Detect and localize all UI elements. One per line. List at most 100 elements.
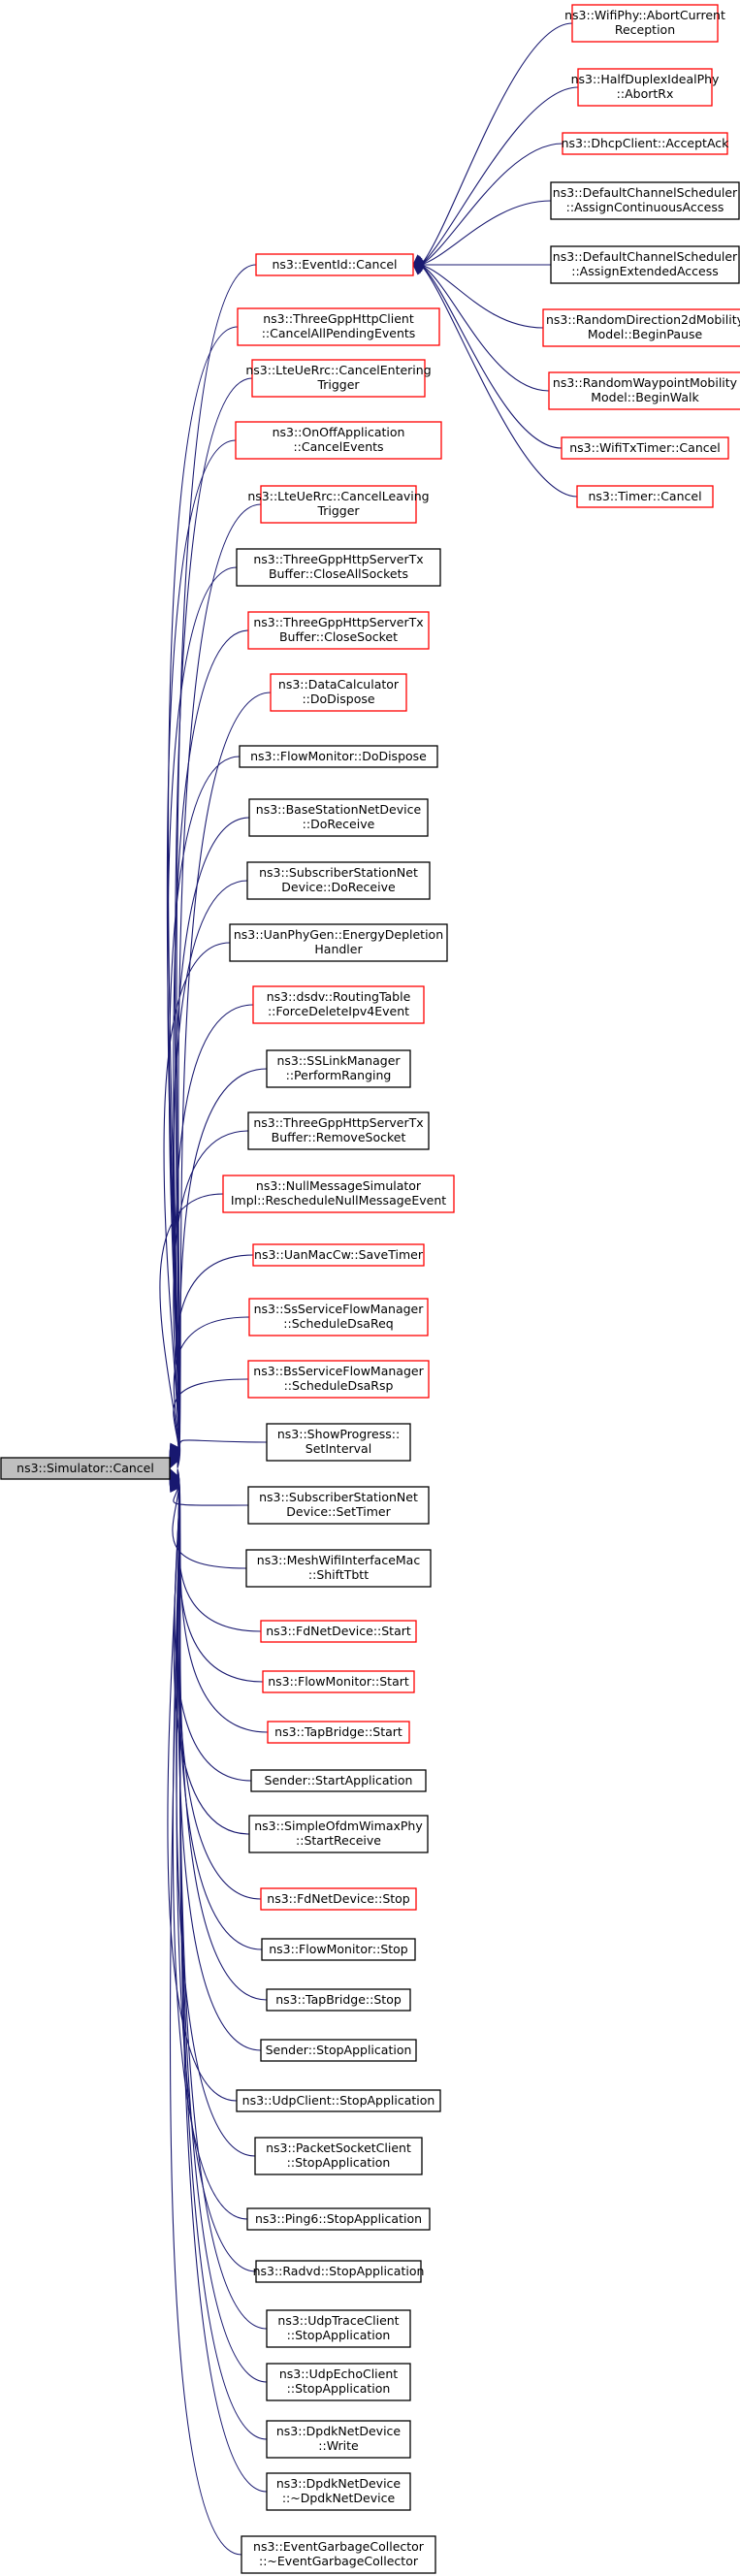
- node-caller-9-label-line: ::DoReceive: [303, 817, 375, 831]
- node-caller-23-box: [262, 1670, 415, 1693]
- node-caller-29[interactable]: ns3::TapBridge::Stop: [266, 1988, 411, 2012]
- node-caller-18-label-line: ns3::BsServiceFlowManager: [253, 1364, 424, 1378]
- node-caller-13-label-line: ns3::SSLinkManager: [276, 1053, 401, 1068]
- edge-to-eventid-6: [420, 264, 550, 392]
- node-caller-7-box: [270, 673, 407, 712]
- node-caller-12-box: [252, 985, 425, 1024]
- node-caller-6[interactable]: ns3::ThreeGppHttpServerTxBuffer::CloseSo…: [247, 611, 430, 650]
- node-caller-32[interactable]: ns3::PacketSocketClient::StopApplication: [254, 2137, 423, 2175]
- node-caller-12-label-line: ::ForceDeleteIpv4Event: [268, 1004, 409, 1018]
- node-caller-32-label-line: ns3::PacketSocketClient: [266, 2141, 411, 2155]
- node-caller-34[interactable]: ns3::Radvd::StopApplication: [253, 2260, 425, 2283]
- node-event-caller-2-label-line: ns3::HalfDuplexIdealPhy: [571, 72, 720, 86]
- node-caller-23[interactable]: ns3::FlowMonitor::Start: [262, 1670, 415, 1693]
- node-caller-16-box: [252, 1243, 425, 1267]
- edge-to-eventid-7: [420, 264, 563, 449]
- node-caller-24[interactable]: ns3::TapBridge::Start: [267, 1721, 410, 1744]
- node-caller-9-label-line: ns3::BaseStationNetDevice: [256, 802, 422, 817]
- node-caller-22-label-line: ns3::FdNetDevice::Start: [266, 1624, 411, 1638]
- node-caller-2-label-line: Trigger: [316, 377, 360, 392]
- node-caller-17-label-line: ns3::SsServiceFlowManager: [254, 1302, 425, 1316]
- edge-to-root-19: [177, 1439, 268, 1468]
- node-event-caller-3-box: [562, 132, 728, 155]
- node-event-caller-8[interactable]: ns3::WifiTxTimer::Cancel: [561, 436, 729, 460]
- node-caller-3[interactable]: ns3::OnOffApplication::CancelEvents: [235, 421, 442, 460]
- node-caller-6-label-line: Buffer::CloseSocket: [279, 629, 398, 644]
- node-caller-36[interactable]: ns3::UdpEchoClient::StopApplication: [266, 2363, 411, 2401]
- node-caller-36-label-line: ns3::UdpEchoClient: [279, 2367, 398, 2381]
- node-caller-16-label-line: ns3::UanMacCw::SaveTimer: [254, 1247, 424, 1262]
- edge-to-root-21: [172, 1469, 247, 1569]
- edge-to-eventid-5: [420, 264, 544, 329]
- node-caller-38[interactable]: ns3::DpdkNetDevice::~DpdkNetDevice: [266, 2472, 411, 2511]
- node-caller-5[interactable]: ns3::ThreeGppHttpServerTxBuffer::CloseAl…: [236, 548, 441, 587]
- node-event-caller-3-label-line: ns3::DhcpClient::AcceptAck: [562, 136, 730, 150]
- node-caller-31-box: [236, 2089, 441, 2112]
- node-caller-22[interactable]: ns3::FdNetDevice::Start: [260, 1620, 417, 1643]
- node-caller-27[interactable]: ns3::FdNetDevice::Stop: [260, 1887, 417, 1911]
- edge-to-root-31: [167, 1475, 238, 2102]
- node-event-caller-1-label-line: Reception: [615, 22, 675, 37]
- edge-to-root-9: [173, 817, 250, 1462]
- node-simulator-cancel[interactable]: ns3::Simulator::Cancel: [0, 1457, 171, 1480]
- node-event-caller-8-box: [561, 436, 729, 460]
- node-caller-25[interactable]: Sender::StartApplication: [250, 1769, 427, 1792]
- node-caller-25-label-line: Sender::StartApplication: [265, 1773, 413, 1787]
- node-caller-32-label-line: ::StopApplication: [287, 2155, 391, 2170]
- node-caller-39[interactable]: ns3::EventGarbageCollector::~EventGarbag…: [241, 2535, 436, 2574]
- node-caller-39-label-line: ::~EventGarbageCollector: [259, 2554, 419, 2568]
- node-caller-1[interactable]: ns3::ThreeGppHttpClient::CancelAllPendin…: [237, 307, 440, 346]
- node-caller-29-label-line: ns3::TapBridge::Stop: [275, 1992, 402, 2007]
- node-caller-28[interactable]: ns3::FlowMonitor::Stop: [261, 1938, 416, 1961]
- node-caller-18[interactable]: ns3::BsServiceFlowManager::ScheduleDsaRs…: [247, 1360, 430, 1399]
- node-event-caller-4[interactable]: ns3::DefaultChannelScheduler::AssignCont…: [550, 181, 740, 220]
- node-event-caller-6[interactable]: ns3::RandomDirection2dMobilityModel::Beg…: [542, 308, 740, 347]
- node-event-caller-7[interactable]: ns3::RandomWaypointMobilityModel::BeginW…: [548, 371, 740, 410]
- node-caller-16[interactable]: ns3::UanMacCw::SaveTimer: [252, 1243, 425, 1267]
- node-caller-21-box: [245, 1549, 432, 1588]
- node-caller-32-box: [254, 2137, 423, 2175]
- node-caller-17[interactable]: ns3::SsServiceFlowManager::ScheduleDsaRe…: [248, 1298, 429, 1336]
- node-caller-15[interactable]: ns3::NullMessageSimulatorImpl::Reschedul…: [222, 1175, 455, 1213]
- node-caller-8[interactable]: ns3::FlowMonitor::DoDispose: [239, 745, 438, 768]
- node-caller-4-label-line: ns3::LteUeRrc::CancelLeaving: [247, 489, 429, 503]
- node-event-caller-3[interactable]: ns3::DhcpClient::AcceptAck: [562, 132, 730, 155]
- edge-to-root-20: [173, 1468, 249, 1506]
- node-caller-33[interactable]: ns3::Ping6::StopApplication: [246, 2207, 431, 2231]
- node-caller-13[interactable]: ns3::SSLinkManager::PerformRanging: [266, 1049, 411, 1088]
- node-event-caller-5-box: [550, 245, 740, 284]
- edge-to-root-39: [169, 1481, 242, 2556]
- node-caller-19[interactable]: ns3::ShowProgress::SetInterval: [266, 1423, 411, 1462]
- node-caller-14[interactable]: ns3::ThreeGppHttpServerTxBuffer::RemoveS…: [247, 1111, 430, 1150]
- node-caller-10[interactable]: ns3::SubscriberStationNetDevice::DoRecei…: [246, 861, 431, 900]
- node-caller-35-label-line: ns3::UdpTraceClient: [277, 2313, 399, 2328]
- node-event-caller-9[interactable]: ns3::Timer::Cancel: [576, 485, 714, 508]
- node-caller-12[interactable]: ns3::dsdv::RoutingTable::ForceDeleteIpv4…: [252, 985, 425, 1024]
- node-caller-37[interactable]: ns3::DpdkNetDevice::Write: [266, 2420, 411, 2459]
- node-event-caller-5[interactable]: ns3::DefaultChannelScheduler::AssignExte…: [550, 245, 740, 284]
- edge-to-eventid-2: [420, 143, 563, 266]
- edge-to-eventid-3: [420, 200, 552, 266]
- node-caller-35[interactable]: ns3::UdpTraceClient::StopApplication: [266, 2309, 411, 2348]
- node-caller-9[interactable]: ns3::BaseStationNetDevice::DoReceive: [248, 798, 429, 837]
- node-caller-26[interactable]: ns3::SimpleOfdmWimaxPhy::StartReceive: [248, 1815, 429, 1853]
- node-caller-30[interactable]: Sender::StopApplication: [260, 2039, 417, 2062]
- node-caller-21[interactable]: ns3::MeshWifiInterfaceMac::ShiftTbtt: [245, 1549, 432, 1588]
- node-caller-31[interactable]: ns3::UdpClient::StopApplication: [236, 2089, 441, 2112]
- node-caller-7[interactable]: ns3::DataCalculator::DoDispose: [270, 673, 407, 712]
- node-caller-11-label-line: Handler: [314, 942, 363, 956]
- node-caller-19-label-line: ns3::ShowProgress::: [277, 1427, 400, 1441]
- node-event-caller-2[interactable]: ns3::HalfDuplexIdealPhy::AbortRx: [571, 68, 720, 107]
- node-event-caller-7-label-line: Model::BeginWalk: [591, 390, 699, 404]
- node-eventid-cancel-label-line: ns3::EventId::Cancel: [272, 257, 397, 272]
- edge-to-root-15: [159, 1193, 224, 1465]
- node-caller-20[interactable]: ns3::SubscriberStationNetDevice::SetTime…: [247, 1486, 430, 1525]
- node-caller-39-label-line: ns3::EventGarbageCollector: [253, 2539, 425, 2554]
- node-event-caller-4-label-line: ::AssignContinuousAccess: [566, 200, 724, 214]
- node-eventid-cancel[interactable]: ns3::EventId::Cancel: [255, 253, 414, 276]
- edge-to-root-36: [177, 1479, 268, 2383]
